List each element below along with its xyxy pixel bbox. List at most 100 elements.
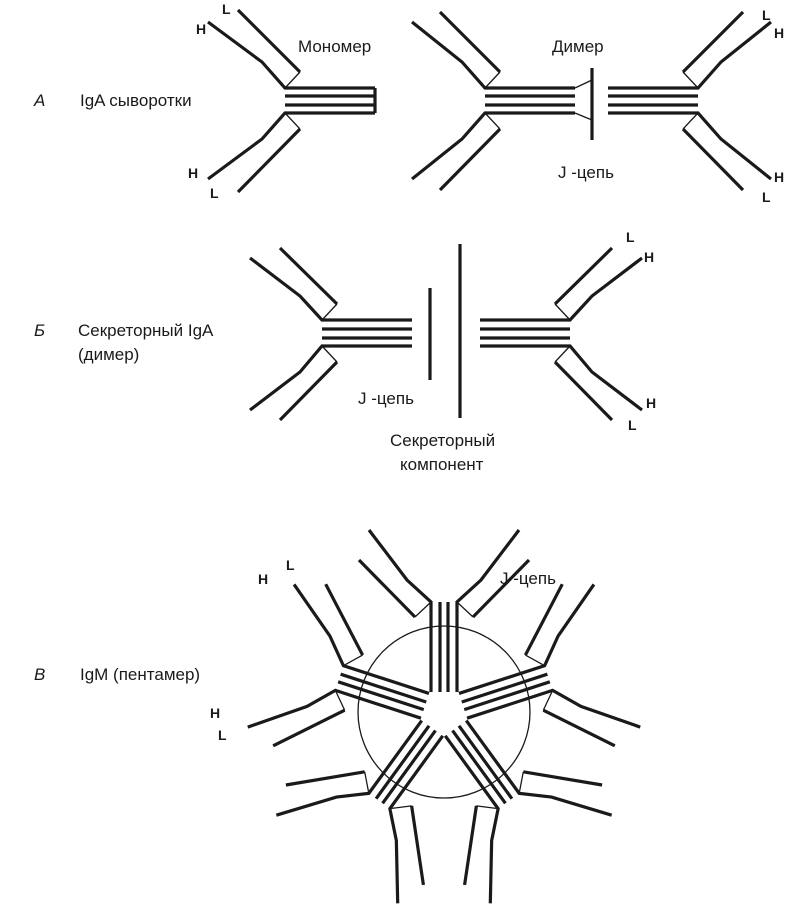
pentamer-j-circle	[357, 625, 531, 799]
igm-monomer-2-hinge	[525, 654, 554, 711]
igm-monomer-4-fc	[374, 724, 437, 805]
dimer-right-heavy-top	[608, 20, 772, 90]
igm-monomer-1-light-a	[357, 558, 417, 619]
monomer-l-bottom: L	[210, 185, 219, 201]
igm-monomer-2-light-b	[542, 708, 616, 748]
monomer-light-top	[236, 8, 302, 74]
dimer-left-light-top	[438, 10, 502, 74]
monomer-fc	[285, 94, 375, 107]
igm-monomer-2	[458, 583, 641, 748]
dimer-label: Димер	[552, 37, 604, 56]
igm-monomer-5-light-b	[324, 583, 365, 656]
igm-monomer-1-hinge	[414, 601, 474, 618]
sec-left-fc	[322, 327, 412, 340]
panel-a-title: IgA сыворотки	[80, 91, 192, 110]
panel-a-j-chain-label: J -цепь	[558, 163, 614, 182]
panel-c: В IgM (пентамер) J -цепь H L H L	[34, 529, 641, 904]
sec-left-light-bottom	[278, 360, 339, 422]
igm-monomer-4	[275, 719, 445, 904]
igm-monomer-5-fc	[337, 672, 427, 712]
sec-left-heavy-top	[249, 256, 412, 322]
igm-monomer-5-light-a	[272, 708, 346, 748]
igm-monomer-3-light-a	[523, 770, 603, 787]
secretory-left-unit	[249, 246, 412, 422]
panel-b-title-line1: Секреторный IgA	[78, 321, 214, 340]
sec-right-light-bottom	[553, 360, 614, 422]
monomer-heavy-bottom-1	[207, 111, 375, 181]
sec-left-light-top	[278, 246, 339, 306]
igm-monomer-1-heavy-b	[455, 529, 521, 692]
igm-monomer-2-fc	[461, 672, 551, 712]
monomer-molecule	[207, 8, 377, 194]
sec-l-bottom: L	[628, 417, 637, 433]
panel-c-title: IgM (пентамер)	[80, 665, 200, 684]
igm-monomer-3-hinge	[476, 771, 524, 810]
igm-h-left: H	[210, 705, 220, 721]
sec-right-heavy-bottom	[480, 344, 643, 412]
igm-monomer-5	[247, 583, 430, 748]
dimer-left-fc	[485, 94, 575, 107]
dimer-l-bottom: L	[762, 189, 771, 205]
sec-left-heavy-bottom	[249, 344, 412, 412]
igm-monomer-1-heavy-a	[367, 529, 433, 692]
dimer-left-unit	[411, 10, 575, 192]
igm-monomer-4-heavy-a	[388, 734, 445, 904]
sec-right-heavy-top	[480, 256, 643, 322]
dimer-left-heavy-bottom	[411, 111, 575, 181]
igm-monomer-1-fc	[438, 602, 450, 692]
sec-h-bottom: H	[646, 395, 656, 411]
dimer-right-fc	[608, 94, 698, 107]
dimer-h-bottom: H	[774, 169, 784, 185]
sec-right-fc	[480, 327, 570, 340]
igm-monomer-4-light-a	[410, 805, 426, 886]
dimer-j-links	[574, 79, 593, 121]
dimer-left-light-bottom	[438, 127, 502, 192]
igm-monomer-3-heavy-a	[464, 719, 613, 817]
igm-monomer-3-heavy-b	[443, 734, 500, 904]
panel-c-letter: В	[34, 665, 45, 684]
igm-monomer-4-hinge	[364, 771, 412, 810]
dimer-right-heavy-bottom	[608, 111, 772, 181]
igm-monomer-3	[443, 719, 613, 904]
panel-b-title-line2: (димер)	[78, 345, 139, 364]
dimer-right-hinge	[682, 71, 699, 130]
sec-right-hinge	[554, 303, 571, 363]
monomer-h-bottom: H	[188, 165, 198, 181]
panel-b-letter: Б	[34, 321, 45, 340]
dimer-h-top: H	[774, 25, 784, 41]
igm-monomer-5-heavy-b	[292, 583, 430, 695]
dimer-right-unit	[608, 10, 772, 192]
sec-left-hinge	[321, 303, 338, 363]
panel-a: А IgA сыворотки Мономер Димер J -цепь H …	[33, 1, 784, 205]
secretory-component-line1: Секреторный	[390, 431, 495, 450]
monomer-heavy-top-1	[207, 20, 375, 90]
monomer-h-top: H	[196, 21, 206, 37]
igm-monomer-1-light-b	[471, 558, 531, 619]
dimer-right-light-top	[681, 10, 745, 74]
igm-l-top: L	[286, 557, 295, 573]
monomer-label: Мономер	[298, 37, 371, 56]
igm-monomer-5-hinge	[334, 654, 363, 711]
igm-h-top: H	[258, 571, 268, 587]
igm-monomer-1	[357, 529, 531, 692]
monomer-hinge	[284, 71, 301, 130]
pentamer-monomers	[247, 529, 641, 904]
igm-monomer-4-light-b	[285, 770, 365, 787]
dimer-left-hinge	[484, 71, 501, 130]
igm-monomer-3-light-b	[462, 805, 478, 886]
dimer-l-top: L	[762, 7, 771, 23]
panel-b: Б Секреторный IgA (димер) J -цепь Секрет…	[34, 229, 656, 474]
dimer-left-heavy-top	[411, 20, 575, 90]
sec-h-top: H	[644, 249, 654, 265]
igm-monomer-5-heavy-a	[247, 688, 422, 729]
secretory-component-line2: компонент	[400, 455, 484, 474]
secretory-right-unit	[480, 246, 643, 422]
igm-monomer-2-light-a	[523, 583, 564, 656]
monomer-l-top: L	[222, 1, 231, 17]
igm-monomer-4-heavy-b	[275, 719, 424, 817]
panel-a-letter: А	[33, 91, 45, 110]
igm-monomer-2-heavy-b	[466, 688, 641, 729]
igm-monomer-2-heavy-a	[458, 583, 596, 695]
